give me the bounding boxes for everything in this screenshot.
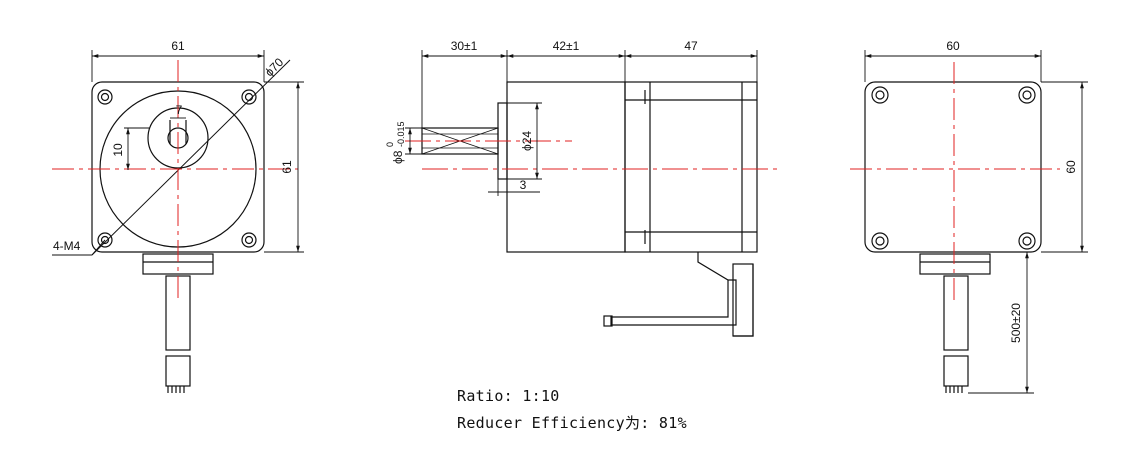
motor-length-label: 47: [684, 39, 698, 53]
key-width-label: 7: [176, 103, 183, 117]
ratio-note: Ratio: 1:10: [457, 387, 560, 405]
side-motor-body: [624, 81, 758, 253]
pilot-depth-label: 3: [520, 178, 527, 192]
rear-outline: [864, 81, 1042, 253]
shaft-tol-upper: 0: [385, 142, 395, 147]
key-depth-label: 10: [111, 143, 125, 157]
rear-cable-gland: [919, 253, 991, 275]
bolt-circle-label: ϕ70: [262, 55, 286, 79]
side-view: [421, 81, 758, 337]
front-width-label: 61: [171, 39, 185, 53]
side-centerline: [405, 140, 780, 170]
gearbox-length-label: 42±1: [553, 39, 580, 53]
shaft-tol-lower: -0.015: [396, 121, 406, 147]
hole-callout-label: 4-M4: [53, 239, 81, 253]
efficiency-note: Reducer Efficiency为: 81%: [457, 414, 687, 432]
mounting-holes: [97, 89, 257, 248]
side-gearbox: [506, 81, 626, 253]
front-connector: [165, 355, 191, 387]
shaft-diameter-callout: ϕ8 0 -0.015: [385, 121, 406, 164]
front-height-label: 61: [280, 160, 294, 174]
shaft-length-label: 30±1: [451, 39, 478, 53]
rear-connector: [943, 355, 969, 387]
rear-centerlines: [850, 62, 1060, 300]
front-view: [52, 59, 291, 393]
shaft-diameter-label: ϕ8: [391, 150, 405, 164]
rear-height-label: 60: [1064, 160, 1078, 174]
front-centerlines: [52, 60, 298, 300]
rear-view: [864, 81, 1042, 393]
side-cable: [610, 252, 737, 326]
rear-width-label: 60: [946, 39, 960, 53]
rear-bolts: [871, 86, 1036, 250]
pilot-diameter-label: ϕ24: [520, 131, 534, 151]
lead-length-label: 500±20: [1009, 303, 1023, 343]
rear-cable: [943, 275, 969, 351]
